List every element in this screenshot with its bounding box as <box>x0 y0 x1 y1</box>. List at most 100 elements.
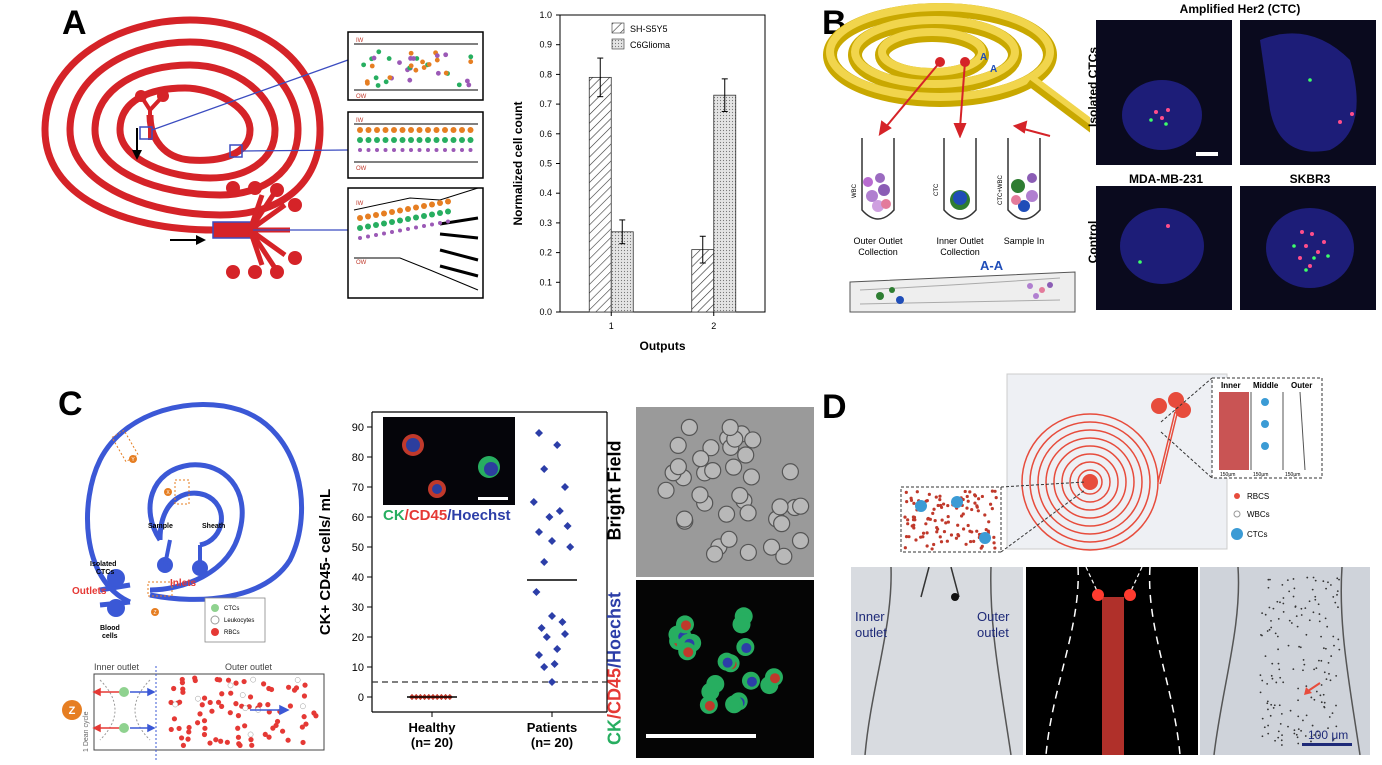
cell <box>1312 576 1315 579</box>
cell <box>1329 679 1332 682</box>
scatter-inset-micrograph <box>383 417 515 505</box>
cell <box>207 740 213 746</box>
cell <box>387 75 393 80</box>
zoom-middle: Middle <box>1253 381 1279 390</box>
cell <box>973 494 978 498</box>
y-tick-label: 70 <box>352 482 364 494</box>
cell <box>938 498 942 502</box>
cell <box>413 214 419 221</box>
cell <box>391 137 397 143</box>
y-tick-label: 0.7 <box>539 99 552 109</box>
cell <box>964 542 968 546</box>
cell <box>397 217 403 224</box>
cell <box>382 127 389 133</box>
legend-swatch <box>611 38 625 50</box>
cell <box>669 436 687 454</box>
cell <box>1274 632 1277 635</box>
cell <box>771 498 789 516</box>
cell <box>1282 611 1285 613</box>
cell <box>1324 617 1327 620</box>
cell <box>467 137 474 143</box>
cell <box>311 710 317 716</box>
cell <box>980 544 984 548</box>
x-tick-label: 2 <box>711 321 716 331</box>
cell <box>302 682 308 688</box>
cell <box>942 530 947 534</box>
nucleus <box>746 676 757 687</box>
box2-iw: IW <box>356 118 364 124</box>
patient-point <box>540 465 549 473</box>
cell <box>1272 607 1275 610</box>
cell <box>1335 704 1337 707</box>
cell <box>383 79 389 85</box>
dean-flow <box>134 679 151 741</box>
c-outer-outlet: Outer outlet <box>225 662 273 672</box>
cell <box>421 65 427 70</box>
cell <box>285 737 291 743</box>
cell <box>1322 693 1325 696</box>
patient-point <box>553 441 562 449</box>
cell <box>247 731 254 738</box>
cell <box>408 63 414 69</box>
cell <box>1306 576 1309 579</box>
cell <box>972 539 976 543</box>
cell <box>1336 593 1338 596</box>
cell <box>904 534 909 539</box>
cell <box>935 530 939 534</box>
tube2-cap1: Inner Outlet <box>936 236 984 246</box>
cell <box>1287 644 1290 647</box>
cell <box>279 728 286 734</box>
legend-label: SH-S5Y5 <box>630 24 668 34</box>
y-tick-label: 0.8 <box>539 69 552 79</box>
cell <box>1261 612 1264 615</box>
tube1-cap1: Outer Outlet <box>853 236 903 246</box>
patient-point <box>535 528 543 536</box>
cell <box>983 513 987 517</box>
cell <box>216 677 223 683</box>
cell <box>1293 587 1296 590</box>
patient-point <box>561 483 569 491</box>
cell <box>416 127 423 133</box>
cell <box>936 527 940 531</box>
cell <box>180 689 186 695</box>
nucleus <box>730 700 741 711</box>
patient-point <box>529 498 538 506</box>
cell <box>1314 598 1317 601</box>
cell <box>430 222 434 227</box>
cell <box>435 70 441 76</box>
cell <box>1302 659 1305 661</box>
cell <box>1315 667 1318 670</box>
cell <box>1313 698 1316 701</box>
cell <box>1282 602 1285 605</box>
micrograph-ctc-1 <box>1096 20 1232 165</box>
patient-point <box>537 624 546 632</box>
legend-swatch <box>611 22 625 34</box>
cell <box>938 494 942 498</box>
d-legend-wbc: WBCs <box>1247 510 1270 519</box>
cell <box>467 127 474 133</box>
cell <box>1323 671 1326 674</box>
d-micrograph-bright: Inner outlet Outer outlet <box>851 567 1023 755</box>
cell <box>961 512 965 516</box>
cell <box>1279 601 1281 604</box>
cell <box>1268 628 1271 631</box>
cell <box>941 502 946 506</box>
cell <box>915 490 919 494</box>
y-tick-label: 0.3 <box>539 218 552 228</box>
bright-field-micrograph <box>636 407 814 577</box>
y-tick-label: 0.6 <box>539 129 552 139</box>
cell <box>233 701 239 707</box>
cell <box>1310 740 1312 743</box>
cell <box>1272 707 1275 709</box>
cell <box>442 137 448 143</box>
patient-point <box>558 618 567 626</box>
cell <box>399 127 406 133</box>
cell <box>446 219 450 224</box>
cell <box>912 501 916 505</box>
cell <box>970 507 974 512</box>
cell <box>1338 578 1340 581</box>
cell <box>219 703 225 709</box>
cell <box>1271 677 1274 680</box>
cell <box>1326 625 1329 628</box>
cell <box>365 213 371 220</box>
